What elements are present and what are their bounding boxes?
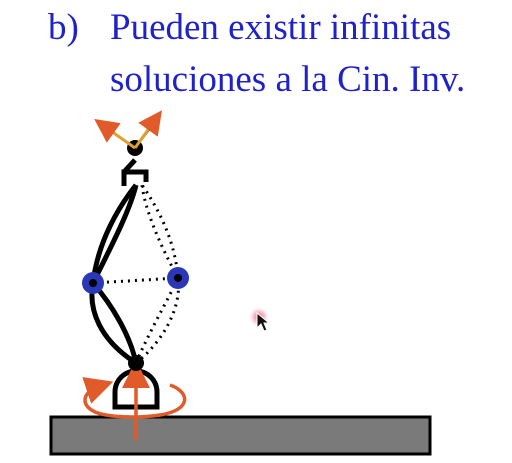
link-solution-2 (92, 184, 181, 365)
title-line-2: soluciones a la Cin. Inv. (110, 59, 466, 100)
title-line-1: Pueden existir infinitas (110, 7, 452, 48)
mouse-pointer-icon (248, 306, 271, 332)
end-effector-frame (94, 110, 162, 150)
rotation-arrow-icon (82, 360, 187, 440)
ground-platform (49, 415, 432, 456)
item-label: b) (48, 7, 79, 48)
joint-elbow-1 (82, 272, 104, 294)
joint-elbow-2 (167, 267, 189, 289)
